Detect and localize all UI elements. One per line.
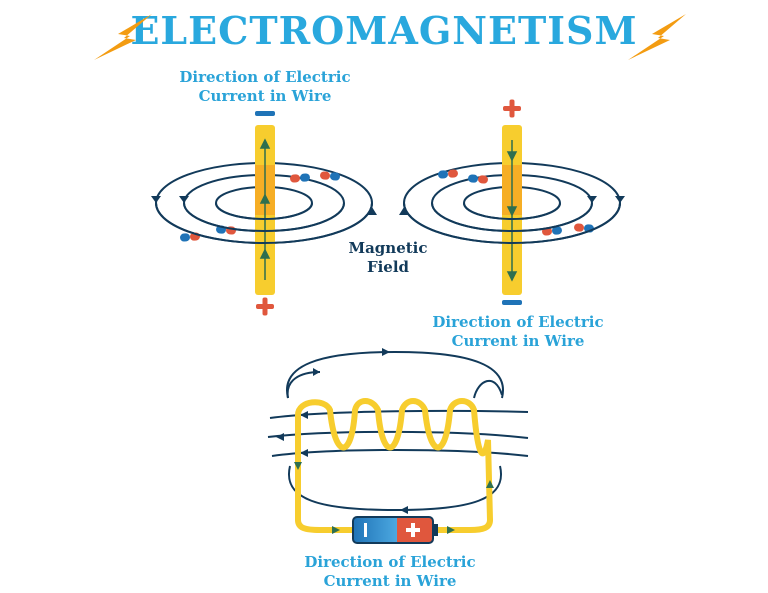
left-wire-current-label: Direction of Electric Current in Wire [165, 68, 365, 106]
lightning-icon-right [628, 14, 686, 60]
left-wire [255, 125, 275, 295]
coil-wire [295, 398, 493, 533]
right-wire-current-label-line1: Direction of Electric [432, 313, 604, 331]
right-top-plus-sign [503, 99, 521, 118]
page-title: ELECTROMAGNETISM [130, 8, 638, 53]
right-bottom-minus-sign [502, 300, 522, 305]
left-wire-current-label-line2: Current in Wire [198, 87, 332, 105]
coil-current-label: Direction of Electric Current in Wire [290, 553, 490, 591]
magnetic-field-label-line1: Magnetic [348, 239, 428, 257]
magnetic-field-label: Magnetic Field [338, 239, 438, 277]
coil-current-label-line2: Current in Wire [323, 572, 457, 590]
right-wire [502, 125, 522, 295]
right-wire-current-label: Direction of Electric Current in Wire [418, 313, 618, 351]
left-wire-current-label-line1: Direction of Electric [179, 68, 351, 86]
left-top-minus-sign [255, 111, 275, 116]
magnetic-field-label-line2: Field [366, 258, 410, 276]
left-bottom-plus-sign [256, 297, 274, 316]
coil-current-label-line1: Direction of Electric [304, 553, 476, 571]
battery-icon [352, 516, 438, 544]
lightning-icon-left [94, 14, 152, 60]
coil-field-arrows [276, 348, 408, 514]
right-wire-current-label-line2: Current in Wire [451, 332, 585, 350]
coil-current-arrows [294, 462, 494, 534]
